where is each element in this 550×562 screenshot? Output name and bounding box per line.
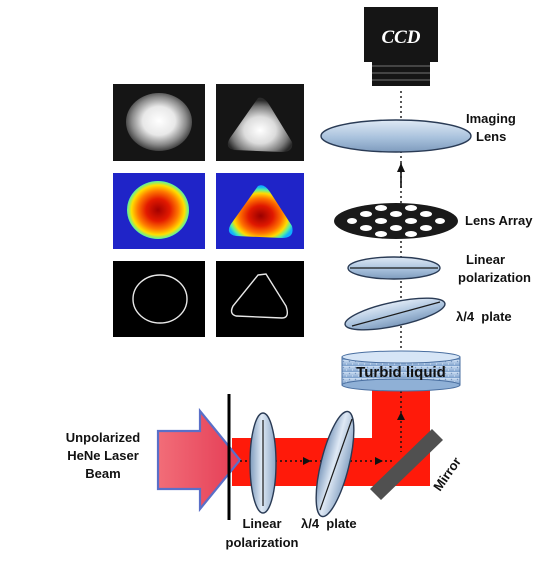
quarter-wave-plate-bottom (315, 410, 355, 518)
mirror (370, 429, 443, 500)
ccd-camera (364, 7, 438, 86)
beam-axis-arrowhead-1 (303, 457, 311, 465)
edge-circle-contour (132, 274, 188, 324)
beam-axis-arrowhead-2 (375, 457, 383, 465)
mirror-label: Mirror (430, 454, 464, 493)
beam-axis-arrowhead-3 (397, 412, 405, 420)
linear-polarization-top-label-line2: polarization (458, 270, 531, 285)
jet-triangle-blob (228, 185, 293, 238)
laser-source-arrow (156, 407, 242, 513)
gray-circle-blob (126, 93, 192, 151)
lens-array (334, 203, 458, 239)
turbid-liquid-label: Turbid liquid (356, 364, 446, 381)
lens-array-label: Lens Array (465, 213, 533, 228)
edge-triangle-contour (230, 273, 289, 319)
imaging-lens-label-line1: Imaging (466, 111, 516, 126)
source-label-line3: Beam (85, 466, 120, 481)
image-panel-grid (113, 84, 304, 337)
imaging-lens-label-line2: Lens (476, 129, 506, 144)
source-label-line1: Unpolarized (66, 430, 140, 445)
edge-contour-circle-image (113, 261, 205, 337)
source-label-line2: HeNe Laser (67, 448, 139, 463)
quarter-wave-plate-bottom-label: λ/4 plate (301, 516, 357, 531)
imaging-lens (320, 119, 472, 153)
jet-circle-blob (127, 181, 189, 239)
turbid-liquid-cell (341, 350, 461, 392)
linear-polarization-bottom-label-line2: polarization (226, 535, 299, 550)
gray-triangle-blob (227, 97, 293, 152)
edge-contour-triangle-image (216, 261, 304, 337)
quarter-wave-plate-bottom-axis (319, 418, 353, 511)
quarter-wave-plate-top-axis (351, 301, 441, 327)
linear-polarization-bottom-label-line1: Linear (242, 516, 281, 531)
ccd-label: CCD (381, 27, 420, 48)
linear-polarization-top-label-line1: Linear (466, 252, 505, 267)
quarter-wave-plate-top-label: λ/4 plate (456, 309, 512, 324)
